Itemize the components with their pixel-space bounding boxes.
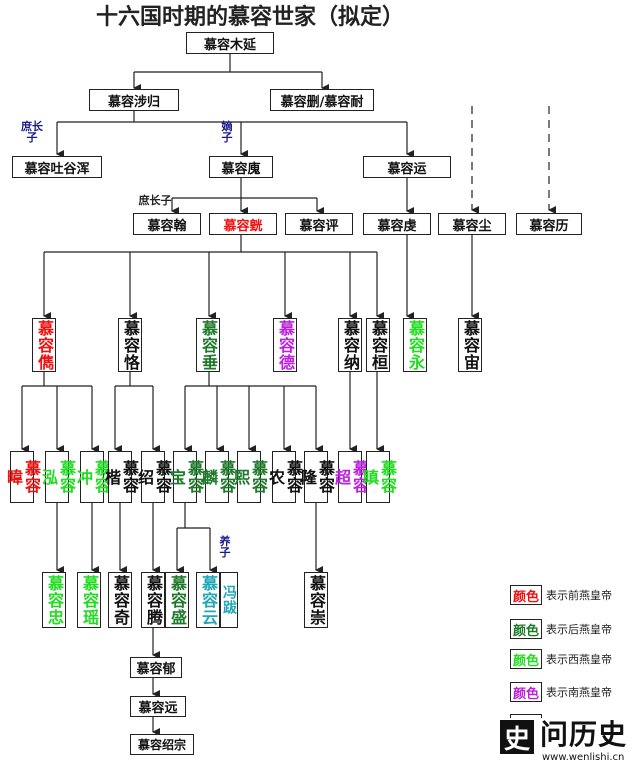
node-zhen: 慕容瞋 — [360, 451, 397, 503]
node-na: 慕容纳 — [338, 318, 362, 372]
legend-item: 颜色表示西燕皇帝 — [510, 648, 612, 670]
node-du: 慕容虔 — [363, 213, 431, 235]
logo-url: www.wenlishi.cn — [542, 752, 625, 763]
node-lin: 慕容麟 — [199, 451, 236, 503]
node-chong: 慕容冲 — [74, 451, 111, 503]
watermark-logo: 史 问历史 www.wenlishi.cn — [498, 718, 638, 764]
node-yu: 慕容郁 — [130, 657, 182, 678]
legend-item: 颜色表示南燕皇帝 — [510, 681, 612, 703]
node-sheng: 慕容盛 — [165, 572, 189, 628]
legend-item: 颜色表示后燕皇帝 — [510, 618, 612, 640]
node-xi: 慕容熙 — [231, 451, 268, 503]
node-ke: 慕容恪 — [118, 318, 142, 372]
node-feng: 冯跋 — [220, 572, 238, 628]
node-yao: 慕容瑶 — [77, 572, 101, 628]
logo-text: 问历史 — [540, 718, 628, 751]
node-bao: 慕容宝 — [167, 451, 204, 503]
node-tuyuhun: 慕容吐谷浑 — [12, 156, 102, 178]
node-wei: 慕容暐 — [4, 451, 41, 503]
annotation-dizi: 嫡子 — [221, 120, 233, 144]
legend-label: 表示西燕皇帝 — [546, 653, 612, 666]
node-de: 慕容德 — [273, 318, 297, 372]
annotation-shuzhangzi: 庶长子 — [21, 120, 43, 144]
logo-glyph: 史 — [500, 720, 534, 755]
node-nong: 慕容农 — [266, 451, 303, 503]
node-muyan: 慕容木延 — [186, 32, 274, 54]
node-zhou: 慕容宙 — [458, 318, 482, 372]
node-sheguai: 慕容涉归 — [89, 89, 179, 111]
node-shaozong: 慕容绍宗 — [130, 734, 194, 755]
legend-swatch: 颜色 — [510, 682, 542, 702]
diagram-title: 十六国时期的慕容世家（拟定） — [96, 4, 405, 30]
node-yuan: 慕容远 — [130, 696, 186, 717]
node-kai: 慕容楷 — [102, 451, 139, 503]
node-huan: 慕容桓 — [366, 318, 390, 372]
node-long: 慕容隆 — [298, 451, 335, 503]
node-chao: 慕容超 — [332, 451, 369, 503]
node-hong: 慕容泓 — [39, 451, 76, 503]
legend-label: 表示南燕皇帝 — [546, 686, 612, 699]
node-shao: 慕容绍 — [135, 451, 172, 503]
node-yun2: 慕容云 — [196, 572, 220, 628]
node-teng: 慕容腾 — [141, 572, 165, 628]
node-huang: 慕容皝 — [209, 213, 277, 235]
node-shan-nai: 慕容删/慕容耐 — [270, 89, 374, 111]
node-yong: 慕容永 — [403, 318, 427, 372]
node-li: 慕容历 — [516, 213, 582, 235]
legend-swatch: 颜色 — [510, 585, 542, 605]
node-chen: 慕容尘 — [438, 213, 506, 235]
node-zhong: 慕容忠 — [42, 572, 66, 628]
node-hui: 慕容廆 — [209, 156, 273, 178]
node-chong2: 慕容崇 — [304, 572, 328, 628]
legend-swatch: 颜色 — [510, 619, 542, 639]
annotation-yangzi: 养子 — [219, 535, 231, 559]
node-chui: 慕容垂 — [196, 318, 220, 372]
node-yun: 慕容运 — [363, 156, 451, 178]
node-qi: 慕容奇 — [108, 572, 132, 628]
legend-swatch: 颜色 — [510, 649, 542, 669]
legend-label: 表示前燕皇帝 — [546, 589, 612, 602]
node-ping: 慕容评 — [285, 213, 353, 235]
node-han: 慕容翰 — [133, 213, 201, 235]
legend-label: 表示后燕皇帝 — [546, 623, 612, 636]
node-jun: 慕容儁 — [32, 318, 56, 372]
annotation-shuzhangzi-han: 庶长子 — [138, 194, 172, 207]
legend-item: 颜色表示前燕皇帝 — [510, 584, 612, 606]
